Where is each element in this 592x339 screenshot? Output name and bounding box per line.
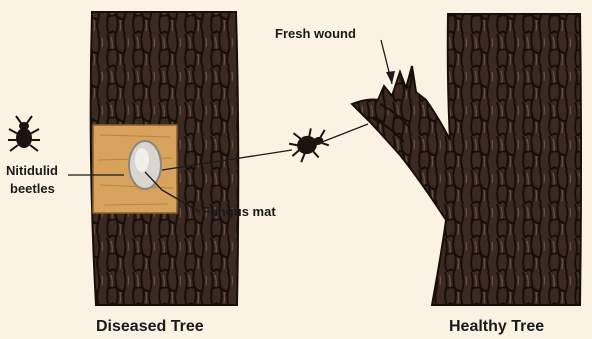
healthy-tree: [352, 14, 581, 305]
beetle-icon: [8, 116, 40, 151]
beetle-icon: [287, 125, 331, 164]
label-beetles-line1: Nitidulid: [6, 163, 58, 178]
arrowhead: [386, 71, 395, 84]
caption-diseased-tree: Diseased Tree: [96, 318, 204, 335]
caption-healthy-tree: Healthy Tree: [449, 318, 544, 335]
fungus-mat: [129, 141, 161, 189]
label-beetles-line2: beetles: [10, 181, 55, 196]
label-fungus-mat: Fungus mat: [202, 204, 276, 219]
label-fresh-wound: Fresh wound: [275, 26, 356, 41]
